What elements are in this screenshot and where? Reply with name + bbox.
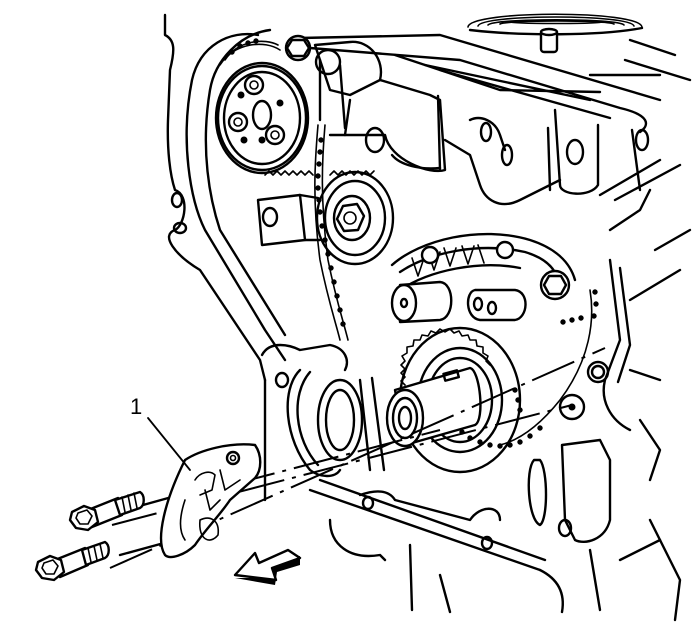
- intake-camshaft-sprocket: [214, 61, 310, 175]
- guide-bolt-upper: [68, 490, 145, 532]
- chain-tensioner-block: [256, 193, 322, 247]
- engine-front-cover-outline: [163, 13, 287, 382]
- removal-direction-arrow-icon: [233, 548, 302, 585]
- cylinder-head-top: [298, 33, 692, 202]
- upper-bolt: [284, 34, 312, 62]
- timing-chain-guide-bracket: [159, 443, 262, 559]
- crankshaft-sprocket: [385, 326, 522, 474]
- valve-spring-top: [467, 13, 644, 54]
- link-plate: [466, 288, 527, 322]
- oil-pan-rail: [308, 478, 564, 614]
- guide-bolt-lower: [34, 540, 110, 582]
- upper-mount-bracket: [313, 40, 562, 206]
- cylindrical-pin: [390, 280, 453, 324]
- exhaust-camshaft-sprocket: [264, 170, 395, 266]
- engine-block-right: [527, 188, 692, 622]
- callout-1-leader: [147, 417, 191, 471]
- front-cover-lower: [260, 343, 386, 502]
- callout-number-1: 1: [130, 394, 143, 419]
